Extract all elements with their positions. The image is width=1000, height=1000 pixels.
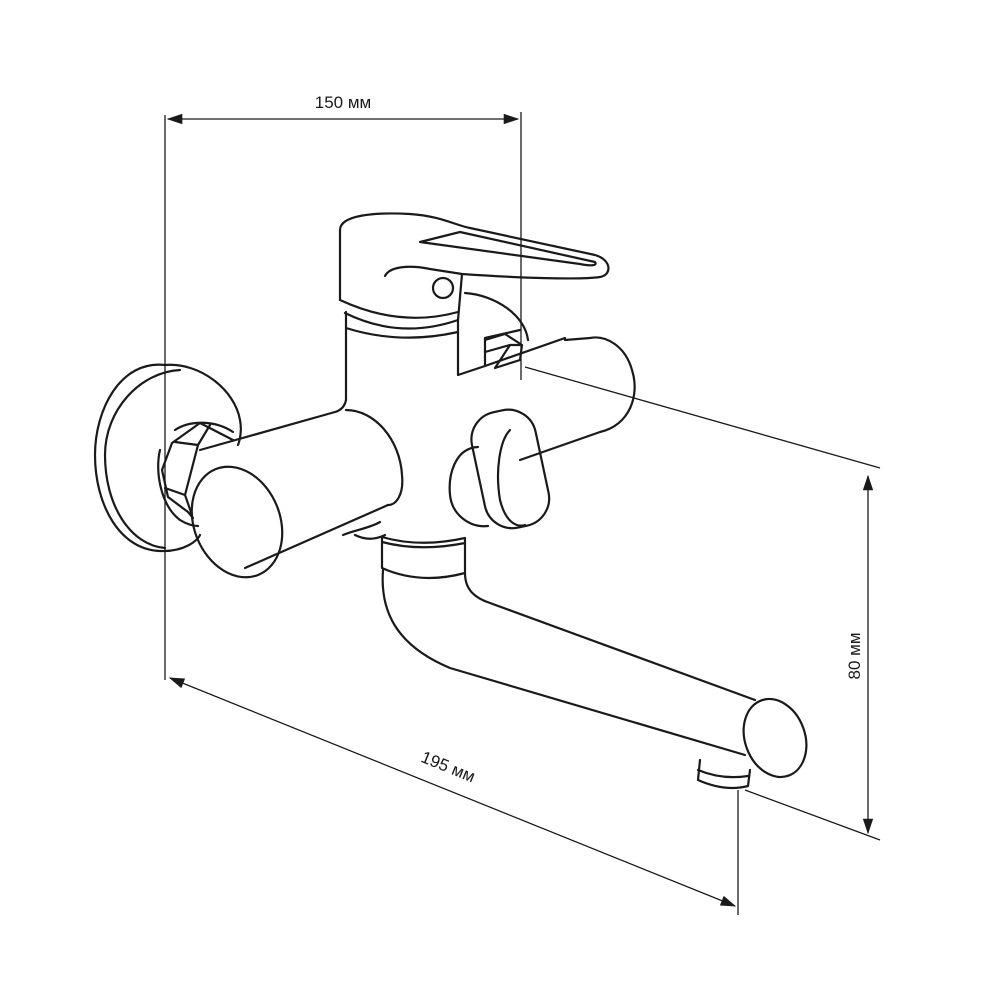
length-dimension-arrow bbox=[168, 677, 737, 907]
right-cylinder bbox=[483, 336, 636, 462]
spout-pipe bbox=[381, 568, 757, 757]
cartridge-cap bbox=[338, 212, 610, 322]
faucet bbox=[93, 212, 808, 790]
height-label: 80 мм bbox=[845, 632, 864, 679]
hex-nut bbox=[157, 421, 235, 528]
aerator bbox=[696, 758, 752, 790]
width-label: 150 мм bbox=[315, 93, 371, 112]
left-arm bbox=[198, 398, 390, 570]
upper-right-extension bbox=[524, 366, 881, 469]
body-bulge bbox=[344, 408, 404, 507]
spout-collar bbox=[380, 535, 467, 580]
body-column bbox=[344, 310, 522, 402]
length-label: 195 мм bbox=[418, 748, 477, 787]
spout-end bbox=[742, 697, 808, 779]
body-lower bbox=[341, 520, 387, 540]
lower-right-extension bbox=[744, 789, 881, 841]
lever-pin bbox=[431, 276, 455, 300]
body-ring bbox=[343, 311, 460, 339]
diverter-base bbox=[448, 445, 490, 528]
rear-nut bbox=[463, 291, 530, 370]
wall-rosette bbox=[93, 363, 242, 553]
dimension-lines bbox=[164, 112, 881, 915]
diverter-knob-face bbox=[496, 428, 527, 527]
left-arm-end bbox=[190, 465, 284, 579]
lever-slot bbox=[418, 230, 597, 267]
diverter-knob[interactable] bbox=[466, 404, 554, 533]
